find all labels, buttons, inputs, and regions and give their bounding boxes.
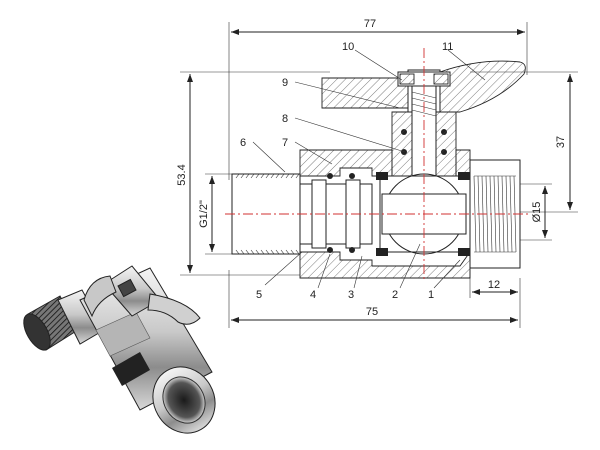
- thread-mark: [270, 173, 275, 179]
- dim-body-length: 75: [366, 306, 378, 318]
- thread-mark: [260, 173, 265, 179]
- thread-mark: [265, 173, 270, 179]
- callout-2: 2: [392, 289, 398, 301]
- callout-leaders: [252, 49, 486, 289]
- handle-part: [321, 77, 409, 109]
- thread-mark: [265, 249, 270, 255]
- thread-mark: [290, 173, 295, 179]
- thread-mark: [280, 249, 285, 255]
- callout-9: 9: [282, 77, 288, 89]
- thread-mark: [275, 249, 280, 255]
- thread-mark: [255, 249, 260, 255]
- dim-thread-size: G1/2": [198, 200, 210, 228]
- thread-mark: [295, 173, 300, 179]
- dim-bore: Ø15: [531, 202, 543, 223]
- callout-11: 11: [442, 41, 453, 53]
- thread-mark: [473, 175, 477, 253]
- valve-section: [225, 48, 530, 280]
- thread-mark: [250, 249, 255, 255]
- thread-mark: [290, 249, 295, 255]
- dimension-lines: [180, 22, 578, 328]
- handle-wing: [439, 60, 526, 113]
- callout-10: 10: [342, 41, 354, 53]
- callout-4: 4: [310, 289, 316, 301]
- thread-mark: [505, 175, 509, 253]
- thread-mark: [260, 249, 265, 255]
- callout-7: 7: [282, 137, 288, 149]
- dim-overall-length: 77: [364, 18, 376, 30]
- dim-thread-length: 12: [488, 279, 500, 291]
- thread-mark: [285, 249, 290, 255]
- thread-mark: [275, 173, 280, 179]
- callout-8: 8: [282, 113, 288, 125]
- thread-mark: [235, 249, 240, 255]
- callout-6: 6: [240, 137, 246, 149]
- thread-mark: [245, 249, 250, 255]
- thread-mark: [250, 173, 255, 179]
- thread-mark: [235, 173, 240, 179]
- thread-mark: [285, 173, 290, 179]
- callout-5: 5: [256, 289, 262, 301]
- female-thread: [474, 175, 516, 253]
- ball-valve-photo: [23, 265, 216, 434]
- thread-mark: [240, 173, 245, 179]
- callout-labels: 10 11 9 8 7 6 5 4 3 2 1: [240, 41, 453, 301]
- dim-height: 53.4: [176, 164, 188, 185]
- thread-mark: [240, 249, 245, 255]
- dim-handle-height: 37: [555, 136, 567, 148]
- thread-mark: [255, 173, 260, 179]
- thread-mark: [295, 249, 300, 255]
- thread-mark: [280, 173, 285, 179]
- thread-mark: [270, 249, 275, 255]
- callout-1: 1: [428, 289, 434, 301]
- thread-mark: [509, 175, 513, 253]
- callout-3: 3: [348, 289, 354, 301]
- thread-mark: [245, 173, 250, 179]
